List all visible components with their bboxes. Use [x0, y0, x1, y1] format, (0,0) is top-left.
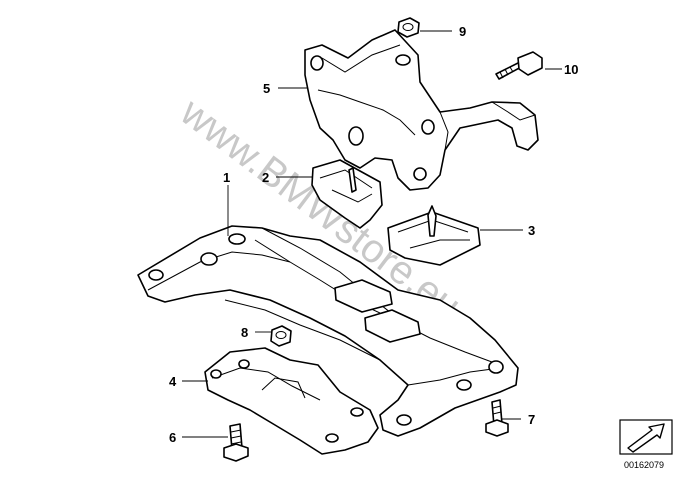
- callout-8: 8: [241, 325, 248, 340]
- rubber-mount-left: [311, 159, 383, 229]
- hex-nut-middle: [270, 325, 292, 347]
- hex-nut-top: [397, 17, 420, 38]
- callout-4: 4: [169, 374, 177, 389]
- callouts: 9 10 5 2 1 3 8 4 6 7: [169, 24, 578, 445]
- callout-3: 3: [528, 223, 535, 238]
- rubber-mount-right: [387, 205, 481, 266]
- reference-number: 00162079: [624, 460, 664, 470]
- hex-bolt-right: [495, 51, 543, 80]
- callout-2: 2: [262, 170, 269, 185]
- callout-7: 7: [528, 412, 535, 427]
- hex-bolt-lower-left: [223, 423, 249, 462]
- leader-lines: [182, 30, 562, 438]
- hex-bolt-lower-right: [485, 399, 509, 437]
- callout-9: 9: [459, 24, 466, 39]
- callout-1: 1: [223, 170, 230, 185]
- gearbox-support-bracket: [304, 29, 539, 191]
- lower-support-bracket: [204, 347, 379, 455]
- callout-5: 5: [263, 81, 270, 96]
- callout-10: 10: [564, 62, 578, 77]
- arrow-icon[interactable]: [619, 419, 673, 455]
- transmission-crossmember: [137, 225, 519, 437]
- callout-6: 6: [169, 430, 176, 445]
